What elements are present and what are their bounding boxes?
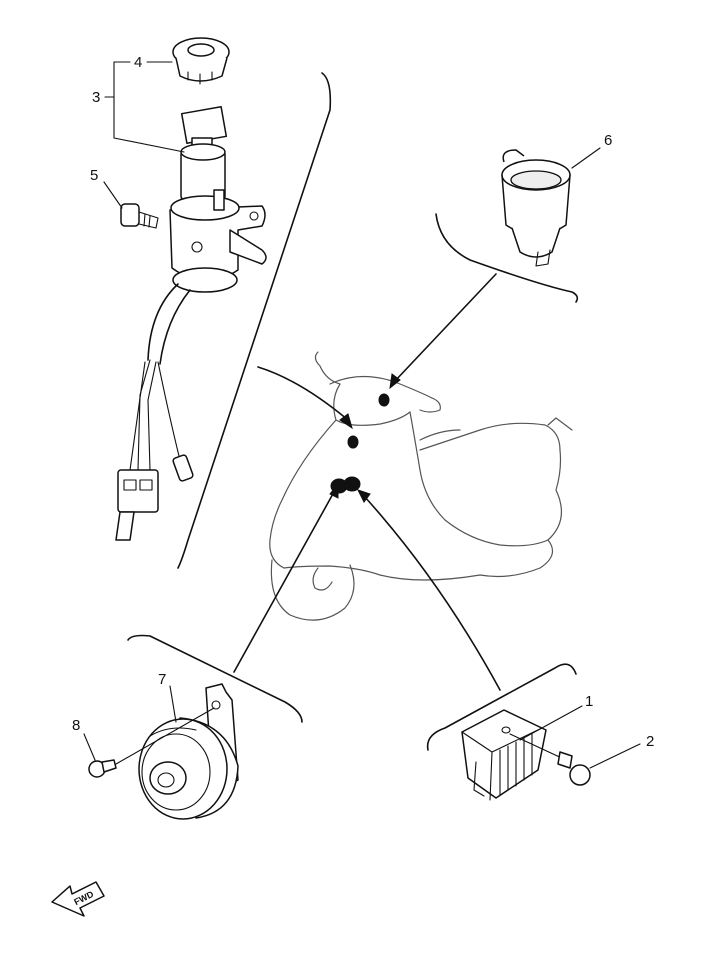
bolt-part-2 [509,733,591,786]
callout-2: 2 [646,733,654,750]
frame-horn [127,634,303,723]
frame-fuel-meter [435,213,579,303]
callout-4: 4 [134,54,142,71]
forward-arrow-icon: FWD [51,881,105,917]
mount-point-rectifier [343,476,361,492]
screw-part-5 [120,203,159,229]
callout-1: 1 [585,693,593,710]
mount-point-main-switch [347,435,359,449]
main-switch-part [115,106,267,541]
rectifier-part [461,709,547,801]
pointer-lines [233,273,501,691]
callout-6: 6 [604,132,612,149]
callout-7: 7 [158,671,166,688]
horn-part [138,683,239,820]
scooter-outline [269,351,573,621]
switch-cover-part [172,37,230,85]
frame-rectifier [426,663,577,751]
bolt-part-8 [88,707,215,778]
callout-3: 3 [92,89,100,106]
callout-leaders [83,61,641,769]
callout-5: 5 [90,167,98,184]
fuel-meter-part [501,149,571,267]
mount-point-fuel-meter [378,393,390,407]
frame-main-switch [177,72,332,569]
callout-8: 8 [72,717,80,734]
